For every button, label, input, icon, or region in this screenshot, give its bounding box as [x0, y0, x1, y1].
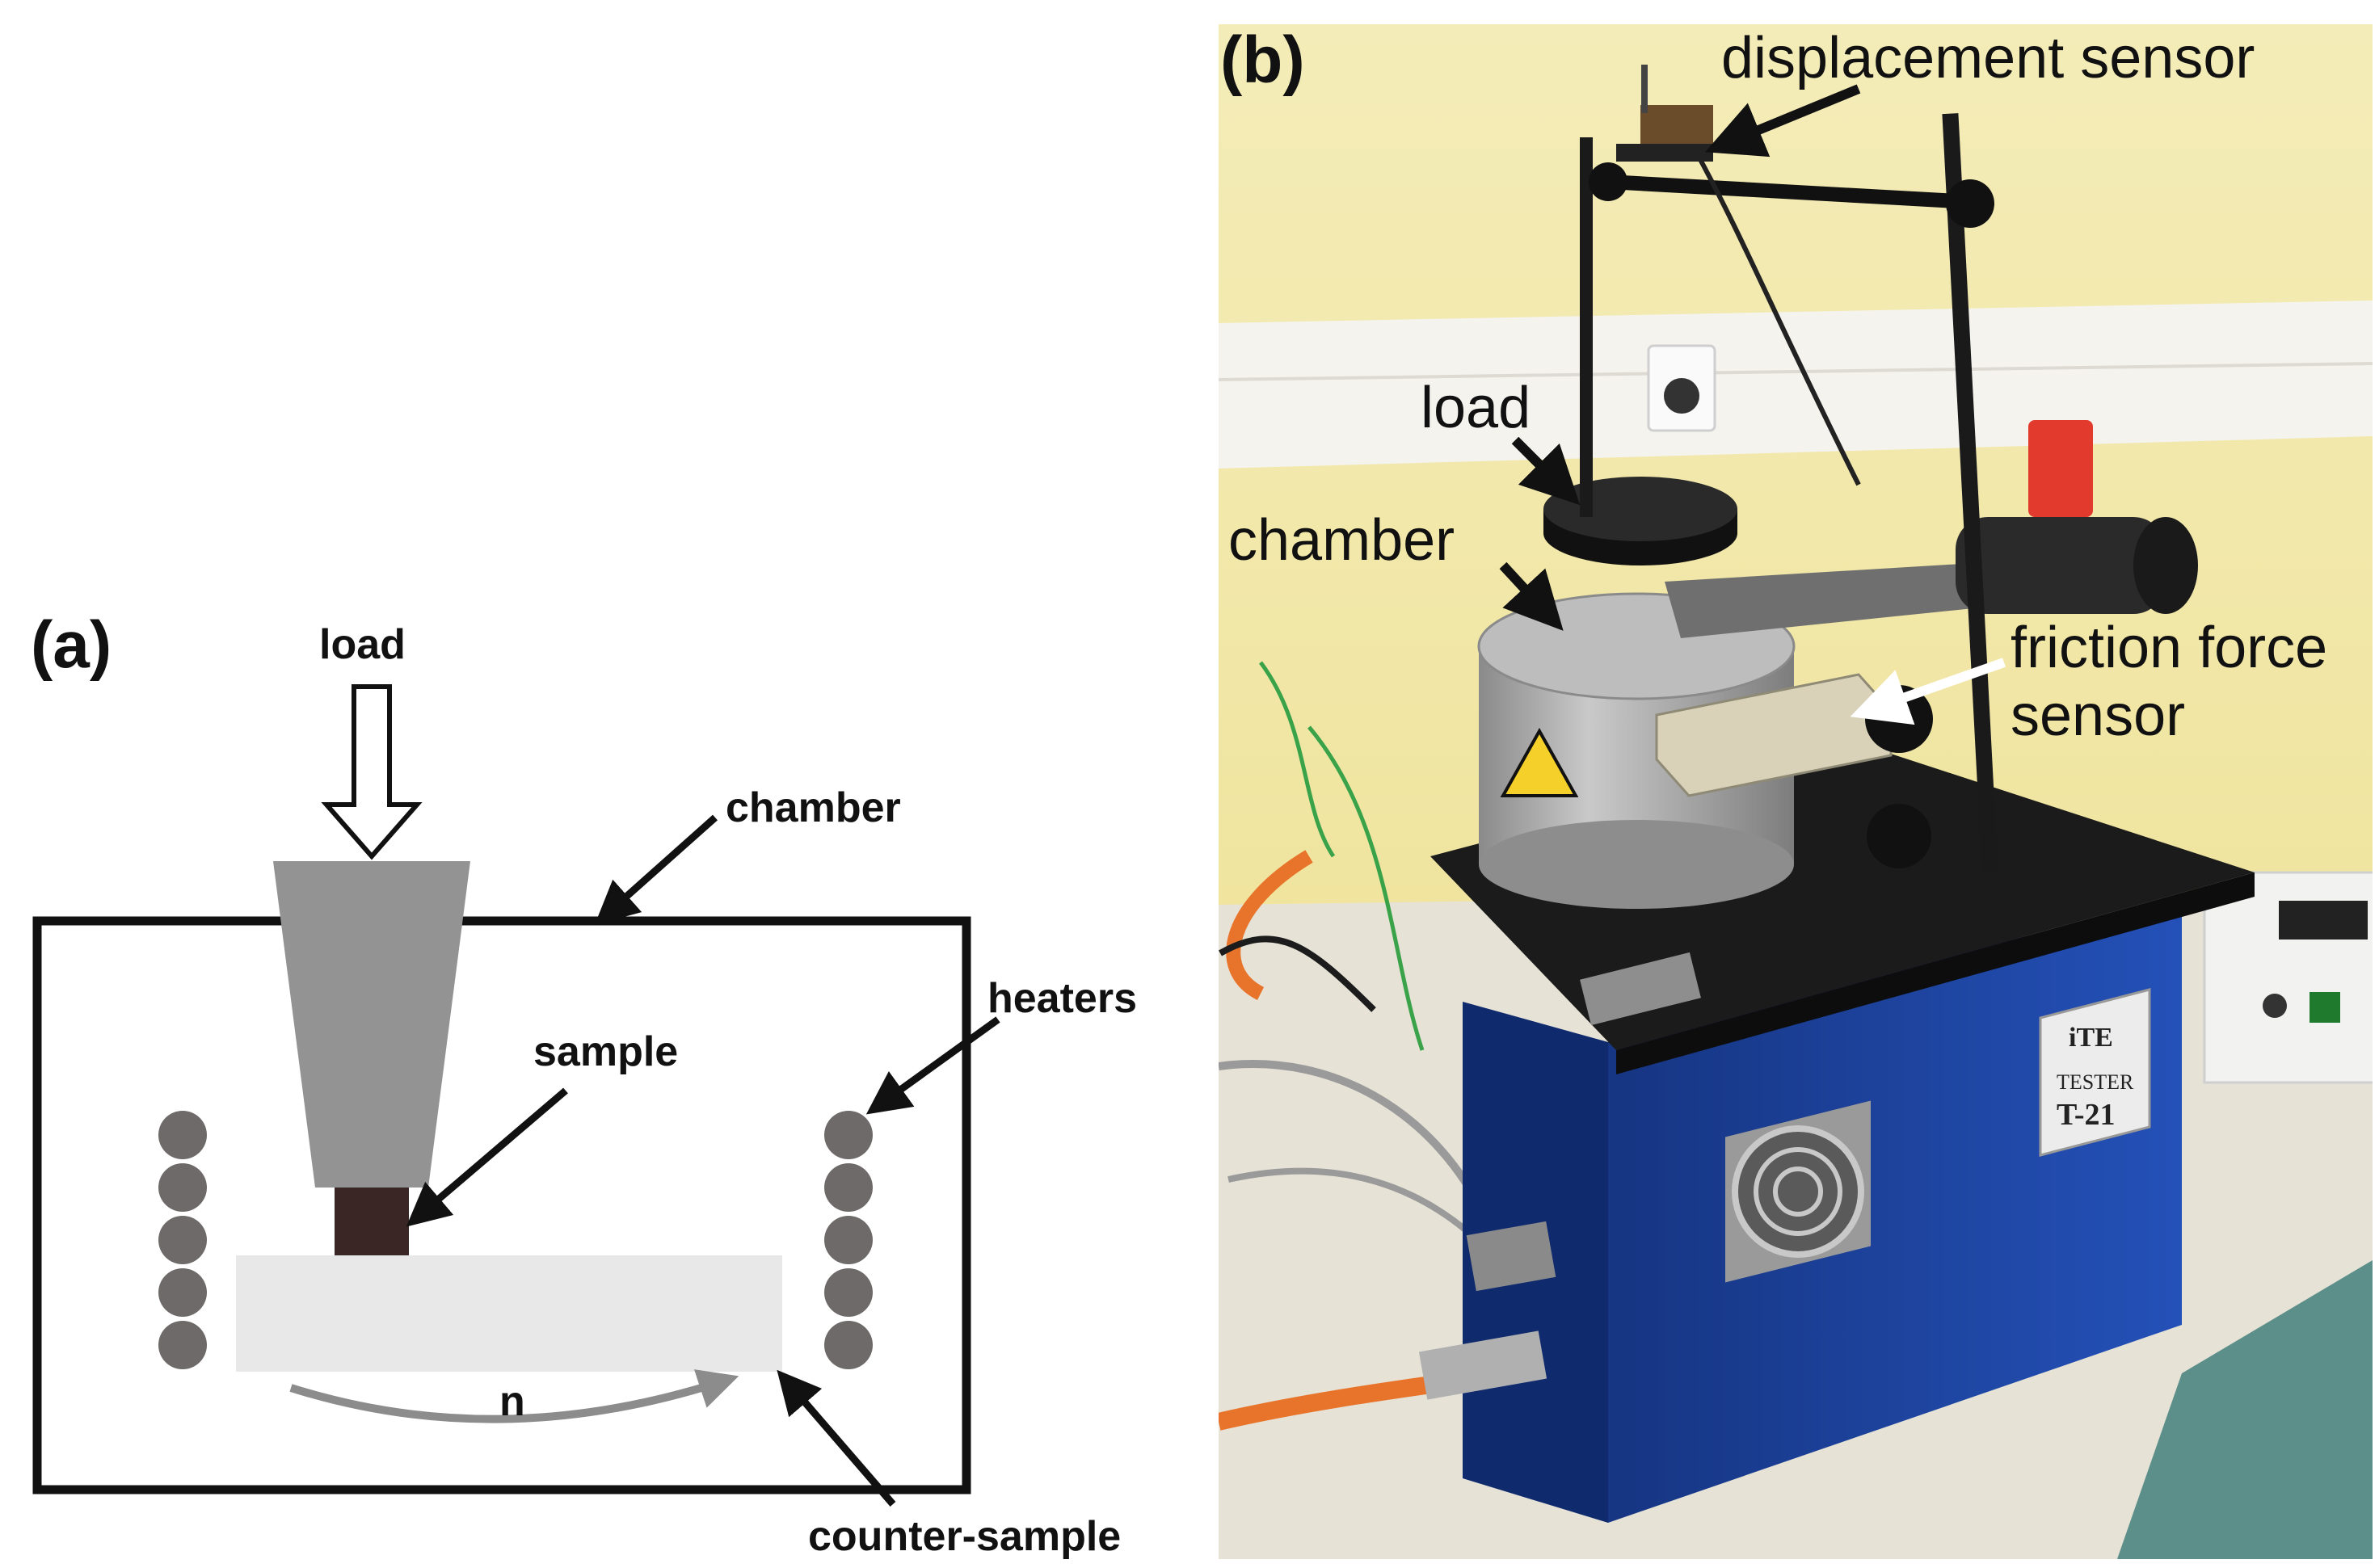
sample-holder — [273, 861, 470, 1188]
schematic-diagram — [32, 684, 1000, 1507]
load-label: load — [319, 621, 406, 668]
name-plate: iTE TESTER T-21 — [2039, 988, 2151, 1157]
heaters-label: heaters — [987, 975, 1137, 1022]
friction-force-sensor-label-line2: sensor — [2011, 683, 2186, 748]
red-socket — [2028, 420, 2093, 517]
plate-model-line1: TESTER — [2057, 1070, 2134, 1094]
friction-sensor-arrow — [1850, 658, 2006, 725]
chamber-pointer-arrow — [594, 814, 718, 925]
heater-coil — [824, 1163, 873, 1212]
heater-coil — [824, 1268, 873, 1317]
heater-coil — [824, 1216, 873, 1264]
sample-block — [335, 1188, 409, 1255]
chamber-label-b: chamber — [1228, 508, 1455, 573]
displacement-sensor-label: displacement sensor — [1721, 26, 2255, 90]
vertical-rod-left — [1580, 137, 1593, 517]
load-weight — [1543, 477, 1737, 565]
displacement-sensor-arrow — [1705, 84, 1861, 158]
friction-force-sensor-label: friction force sensor — [2011, 614, 2327, 750]
rotation-label: n — [499, 1378, 525, 1425]
fan-grille — [1725, 1100, 1871, 1283]
heater-coil — [824, 1321, 873, 1369]
friction-force-sensor-label-line1: friction force — [2011, 616, 2328, 680]
heater-coil — [158, 1111, 207, 1159]
panel-a-label: (a) — [31, 608, 112, 682]
heaters-pointer-arrow — [865, 1016, 1000, 1115]
chamber-frame — [32, 916, 971, 1494]
heater-coil — [158, 1268, 207, 1317]
panel-b-label: (b) — [1220, 23, 1305, 97]
plate-model-line2: T-21 — [2057, 1098, 2116, 1132]
load-arrow-b — [1511, 436, 1581, 506]
sample-label: sample — [533, 1028, 679, 1075]
right-heaters — [824, 1111, 873, 1369]
counter-sample-label: counter-sample — [808, 1513, 1122, 1560]
sample-pointer-arrow — [406, 1087, 568, 1227]
heater-coil — [158, 1321, 207, 1369]
vertical-rod-right — [1942, 113, 1998, 872]
plate-brand: iTE — [2069, 1023, 2113, 1053]
load-arrow — [321, 684, 423, 860]
tester-casing-front — [1608, 897, 2182, 1523]
heater-coil — [158, 1216, 207, 1264]
left-heaters — [158, 1111, 207, 1369]
rotation-arrow — [289, 1369, 739, 1423]
heater-coil — [158, 1163, 207, 1212]
chamber-arrow-b — [1499, 561, 1564, 631]
motor-cylinder — [1956, 517, 2198, 614]
load-label-b: load — [1421, 376, 1531, 440]
heater-coil — [824, 1111, 873, 1159]
counter-sample-pointer-arrow — [777, 1369, 896, 1507]
counter-sample-block — [236, 1255, 782, 1372]
chamber-label: chamber — [726, 784, 901, 831]
